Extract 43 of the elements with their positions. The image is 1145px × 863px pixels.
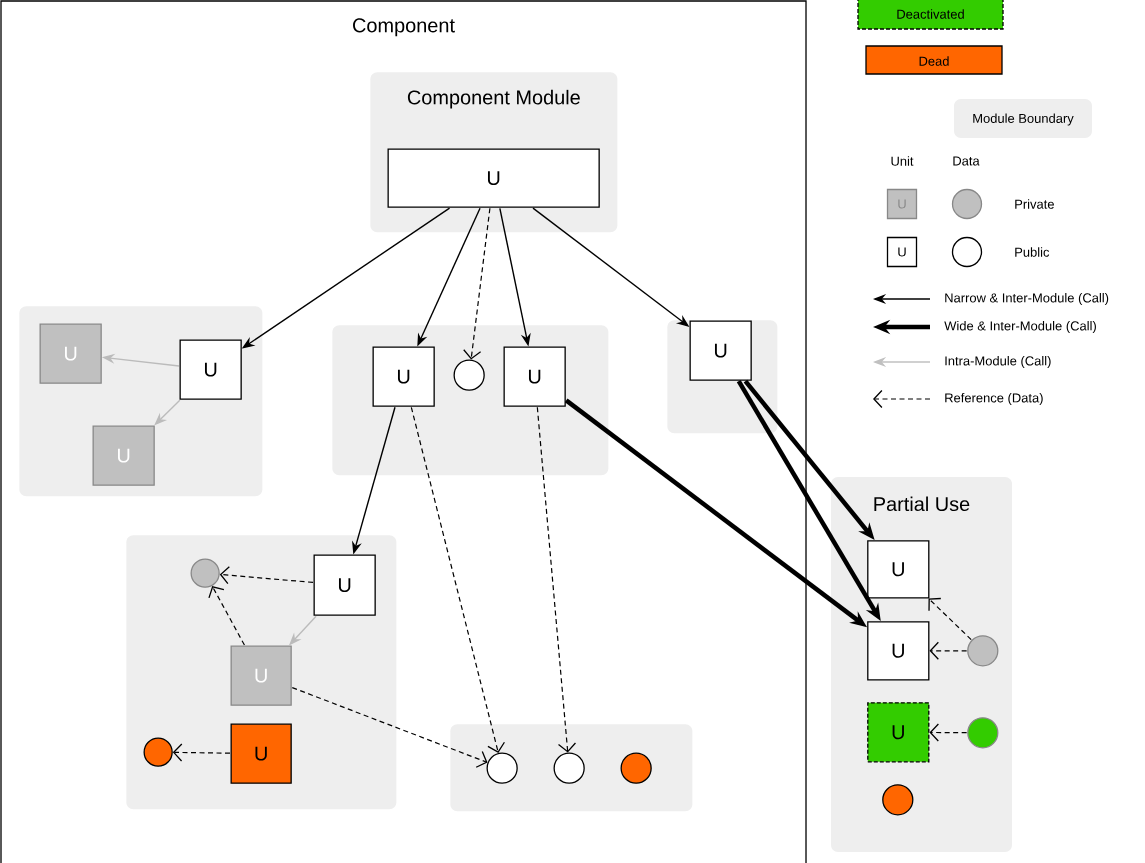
- data-circle: [967, 635, 999, 667]
- unit-box: U: [92, 425, 155, 486]
- legend-label: Reference (Data): [945, 392, 1043, 406]
- unit-box: U: [372, 346, 435, 407]
- reference-arrow: [219, 566, 314, 585]
- legend-item: Dead: [865, 45, 1003, 75]
- reference-arrow: [536, 406, 577, 753]
- unit-box: [620, 752, 652, 784]
- column-heading: Unit: [891, 156, 914, 166]
- unit-box: U: [867, 702, 930, 763]
- legend-item: Deactivated: [857, 0, 1004, 30]
- unit-box: U: [230, 723, 292, 784]
- legend-item: Module Boundary: [954, 99, 1092, 138]
- unit-box: U: [867, 540, 930, 599]
- unit-box: U: [387, 148, 600, 208]
- unit-box: U: [230, 645, 292, 706]
- reference-arrow: [929, 723, 968, 742]
- reference-arrow: [208, 586, 246, 646]
- reference-arrow: [929, 641, 968, 660]
- unit-box: [143, 737, 173, 767]
- unit-box: U: [313, 554, 376, 616]
- unit-box: U: [503, 346, 566, 407]
- legend-label: Narrow & Inter-Module (Call): [945, 292, 1109, 306]
- unit-box: [882, 784, 914, 816]
- unit-box: U: [689, 320, 752, 381]
- data-circle: [190, 558, 220, 588]
- unit-box: U: [39, 323, 102, 384]
- legend-label: Wide & Inter-Module (Call): [944, 320, 1096, 334]
- data-circle: [967, 717, 999, 749]
- legend-label: Private: [1015, 199, 1054, 209]
- unit-box: U: [179, 339, 242, 400]
- data-circle: [553, 752, 585, 784]
- unit-box: U: [867, 621, 930, 681]
- reference-arrow: [291, 686, 488, 768]
- data-circle: [453, 359, 485, 391]
- reference-arrow: [410, 406, 506, 753]
- data-circle: [486, 752, 518, 784]
- reference-arrow: [928, 597, 972, 641]
- legend-label: Intra-Module (Call): [945, 355, 1051, 369]
- column-heading: Data: [953, 156, 980, 166]
- reference-arrow: [463, 207, 491, 360]
- reference-arrow: [172, 743, 231, 762]
- legend-label: Public: [1015, 247, 1050, 257]
